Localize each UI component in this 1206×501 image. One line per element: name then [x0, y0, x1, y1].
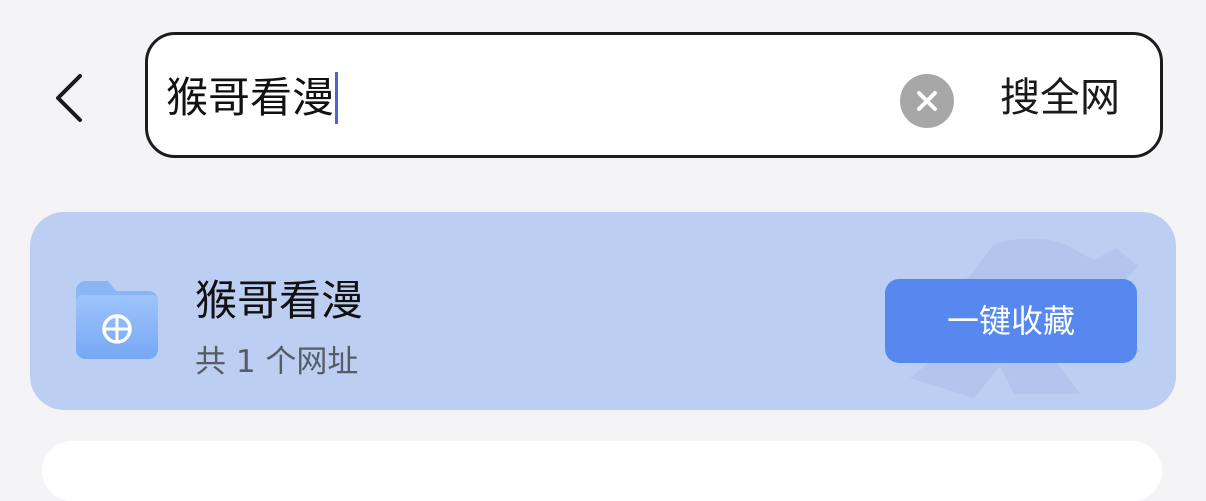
- search-box[interactable]: 猴哥看漫 搜全网: [145, 32, 1163, 158]
- collect-all-button[interactable]: 一键收藏: [885, 279, 1137, 363]
- result-subtitle: 共 1 个网址: [195, 344, 359, 380]
- folder-globe-icon: [76, 281, 158, 359]
- chevron-left-icon: [56, 74, 82, 122]
- next-result-card[interactable]: [42, 441, 1162, 501]
- search-input-value: 猴哥看漫: [166, 73, 335, 122]
- search-all-button[interactable]: 搜全网: [1000, 75, 1120, 121]
- back-button[interactable]: [34, 60, 104, 136]
- clear-button[interactable]: [900, 74, 954, 128]
- result-title: 猴哥看漫: [195, 276, 364, 325]
- result-card[interactable]: 猴哥看漫 共 1 个网址 一键收藏: [30, 212, 1176, 410]
- search-input[interactable]: 猴哥看漫: [166, 70, 339, 126]
- close-icon: [917, 91, 937, 111]
- text-caret: [335, 72, 339, 124]
